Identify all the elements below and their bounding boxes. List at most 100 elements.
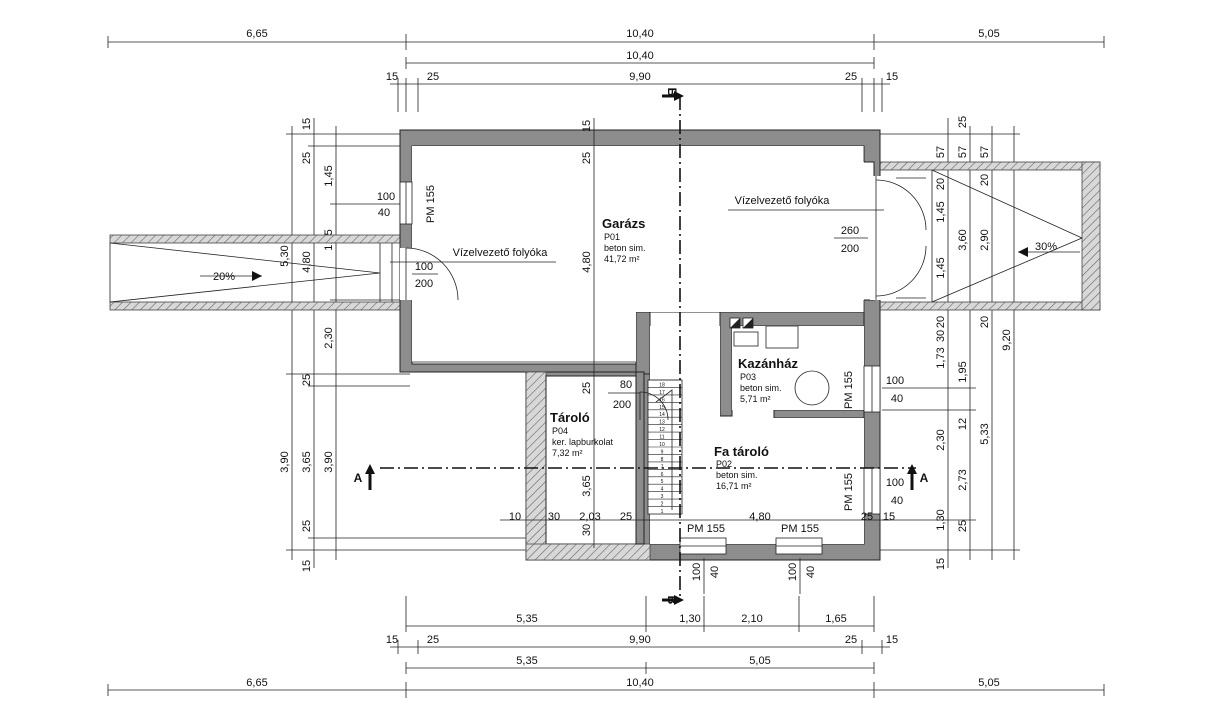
dim-right-inner-l: 15 <box>935 558 947 570</box>
bottom-window-2-tag: PM 155 <box>781 523 819 535</box>
bottom-window-2 <box>775 537 823 555</box>
row-dim-203: 2,03 <box>579 511 600 523</box>
dim-left-mid-g: 15 <box>301 560 313 572</box>
fa-floor-right <box>720 418 864 544</box>
section-a-left-marker <box>365 464 375 490</box>
section-b-label-bottom: B <box>665 596 679 605</box>
garage-dim-15: 15 <box>581 120 593 132</box>
wood-window-w: 100 <box>886 477 904 489</box>
section-b-label-top: B <box>665 88 679 97</box>
dim-top3-c: 9,90 <box>629 71 650 83</box>
dim-right-total: 9,20 <box>1001 329 1013 350</box>
garage-floor <box>412 146 864 312</box>
left-dimension-lines <box>286 118 530 568</box>
row-dim-fa: 4,80 <box>749 511 770 523</box>
garage-right-gate <box>870 176 927 300</box>
wood-window-tag: PM 155 <box>843 473 855 511</box>
dim-bottom1-c: 2,10 <box>741 613 762 625</box>
stair-step-number: 14 <box>659 412 665 418</box>
dim-bottom1-a: 5,35 <box>516 613 537 625</box>
dim-right-inner-a: 57 <box>935 146 947 158</box>
boiler-area: 5,71 m² <box>740 394 771 404</box>
storage-code: P04 <box>552 426 568 436</box>
garage-left-door-w: 100 <box>415 261 433 273</box>
left-drain-label: Vízelvezető folyóka <box>453 247 549 259</box>
dim-bottom1-d: 1,65 <box>825 613 846 625</box>
dim-right-inner-i: 2,30 <box>935 429 947 450</box>
row-dim-25: 25 <box>620 511 632 523</box>
boiler-window-tag: PM 155 <box>843 371 855 409</box>
stair-step-number: 12 <box>659 427 665 433</box>
dim-top-right: 5,05 <box>978 28 999 40</box>
dim-right-inner-h: 1,73 <box>935 347 947 368</box>
dim-bottom-total-a: 6,65 <box>246 677 267 689</box>
section-b-top-marker <box>662 91 684 101</box>
stair-step-number: 10 <box>659 442 665 448</box>
bottom-window-1-h: 40 <box>709 566 721 578</box>
dim-bottom-total-b: 10,40 <box>626 677 654 689</box>
dim-left-mid-c: 4,80 <box>301 251 313 272</box>
dim-right-inner-g: 30 <box>935 330 947 342</box>
wood-area: 16,71 m² <box>716 481 752 491</box>
dim-bottom3-a: 5,35 <box>516 655 537 667</box>
dim-left-outer-a: 5,30 <box>279 245 291 266</box>
top-dimension-lines <box>107 34 1105 112</box>
dim-bottom2-a: 15 <box>386 634 398 646</box>
boiler-floor-type: beton sim. <box>740 383 782 393</box>
row-dim-15: 15 <box>883 511 895 523</box>
dim-top3-a: 15 <box>386 71 398 83</box>
section-a-label-right: A <box>920 471 929 485</box>
dim-top-middle: 10,40 <box>626 28 654 40</box>
garage-code: P01 <box>604 232 620 242</box>
garage-dim-25: 25 <box>581 152 593 164</box>
dim-right-mid-f: 2,73 <box>957 469 969 490</box>
dim-top-second: 10,40 <box>626 50 654 62</box>
dim-bottom2-d: 25 <box>845 634 857 646</box>
dim-right-outer-b: 5,33 <box>979 423 991 444</box>
dim-bottom2-e: 15 <box>886 634 898 646</box>
dim-top3-d: 25 <box>845 71 857 83</box>
right-drainage-ramp <box>873 161 1101 311</box>
bottom-window-2-w: 100 <box>787 563 799 581</box>
stair-step-number: 13 <box>659 420 665 426</box>
boiler-equipment <box>729 317 830 406</box>
garage-window-h: 40 <box>378 207 390 219</box>
garage-area: 41,72 m² <box>604 254 640 264</box>
dim-bottom2-b: 25 <box>427 634 439 646</box>
boiler-name: Kazánház <box>738 356 798 371</box>
stair-step-number: 3 <box>661 494 664 500</box>
stair-step-number: 4 <box>661 487 664 493</box>
dim-left-inner-d: 3,90 <box>323 451 335 472</box>
boiler-code: P03 <box>740 372 756 382</box>
dim-right-mid-d: 1,95 <box>957 361 969 382</box>
stair-step-number: 5 <box>661 479 664 485</box>
bottom-window-1-w: 100 <box>691 563 703 581</box>
dim-right-inner-k: 25 <box>957 520 969 532</box>
garage-left-window <box>399 181 413 225</box>
dim-top3-e: 15 <box>886 71 898 83</box>
section-a-label-left: A <box>354 471 363 485</box>
dim-bottom3-b: 5,05 <box>749 655 770 667</box>
dim-right-inner-b: 25 <box>957 116 969 128</box>
section-b-bottom-marker <box>662 595 684 605</box>
row-dim-25b: 25 <box>861 511 873 523</box>
stair-dim-height: 3,65 <box>581 475 593 496</box>
bottom-window-2-h: 40 <box>805 566 817 578</box>
stair-door-h: 200 <box>613 399 631 411</box>
stair-step-number: 11 <box>659 435 664 441</box>
dim-left-outer-b: 3,90 <box>279 451 291 472</box>
dim-right-outer-a: 2,90 <box>979 229 991 250</box>
dim-right-inner-f: 20 <box>935 316 947 328</box>
dim-right-mid-h: 57 <box>979 146 991 158</box>
dim-bottom2-c: 9,90 <box>629 634 650 646</box>
garage-left-door <box>400 247 459 301</box>
garage-name: Garázs <box>602 216 645 231</box>
garage-floor-type: beton sim. <box>604 243 646 253</box>
stair-door <box>639 391 669 421</box>
stair-door-w: 80 <box>620 379 632 391</box>
wood-name: Fa tároló <box>714 444 769 459</box>
left-drainage-ramp <box>109 234 401 311</box>
stair-walk-line <box>655 389 673 510</box>
